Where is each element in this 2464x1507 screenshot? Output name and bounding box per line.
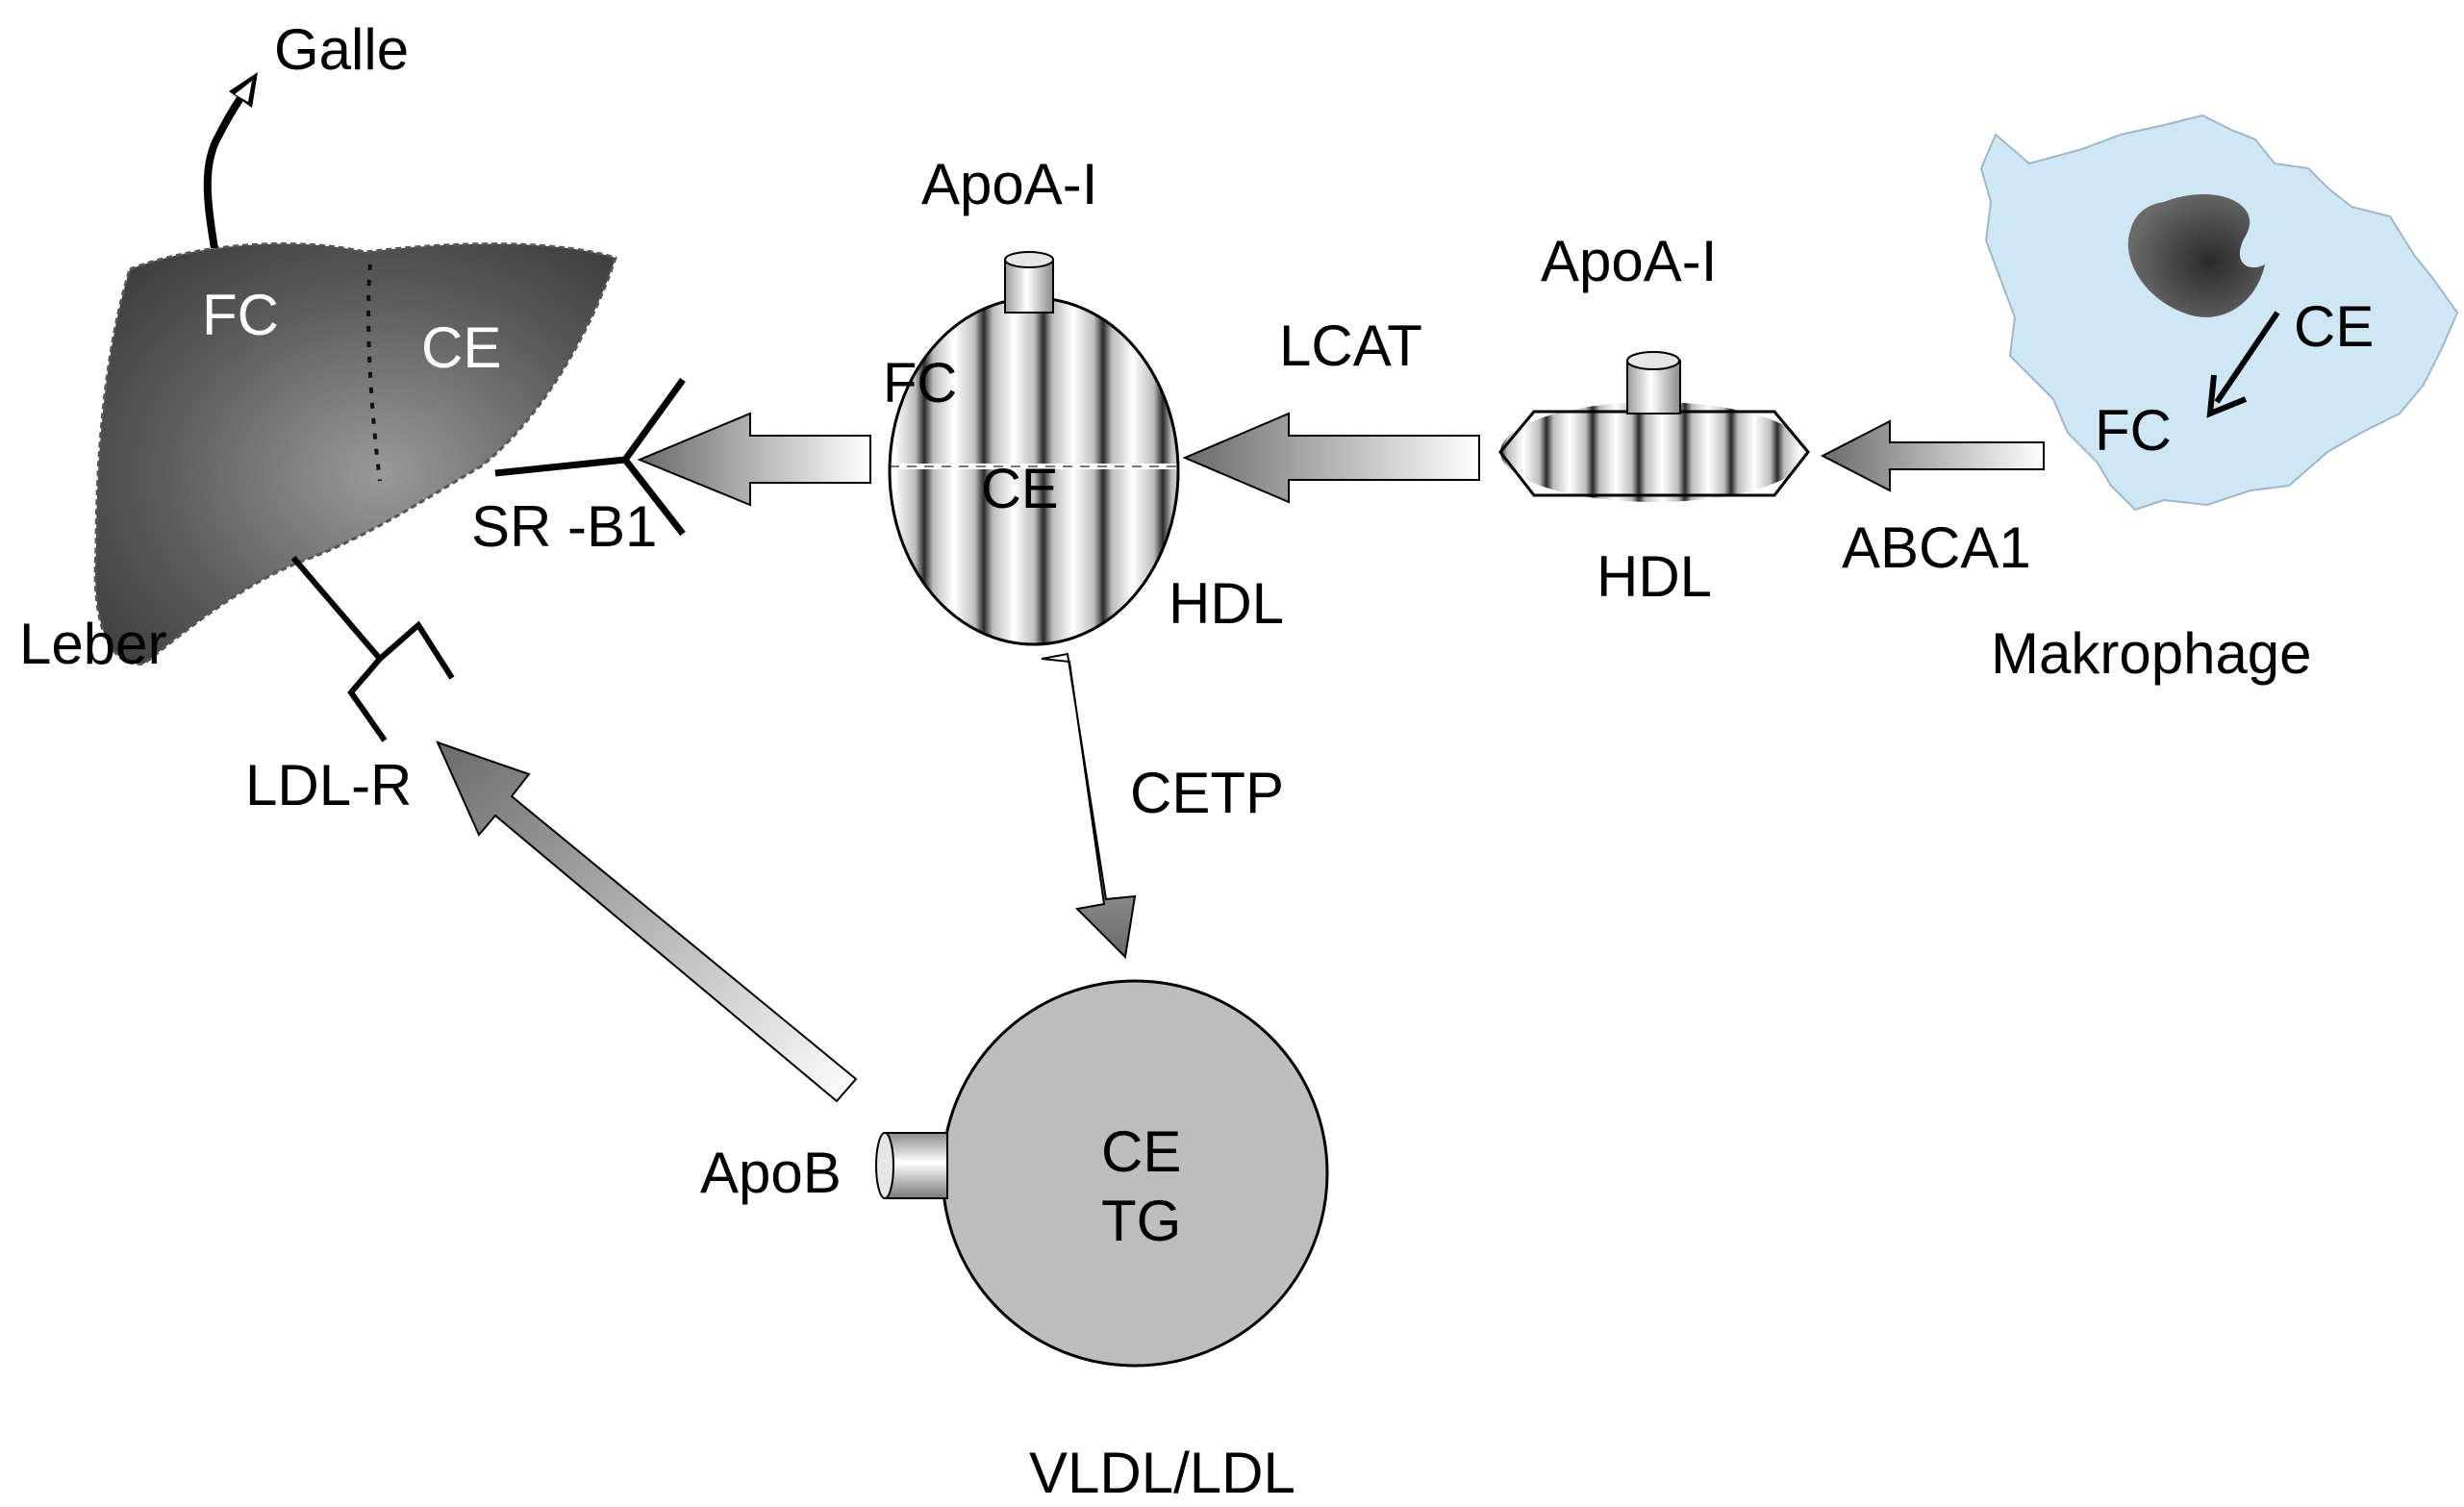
vldl-ldl-particle <box>875 979 1329 1368</box>
hdl-ce-label: CE <box>981 458 1059 520</box>
macrophage-nucleus <box>2127 194 2265 317</box>
vldl-ldl-label: VLDL/LDL <box>1029 1441 1295 1505</box>
cetp-label: CETP <box>1130 761 1284 825</box>
sr-b1-receptor-icon <box>494 377 686 537</box>
mature-hdl-particle <box>888 251 1180 646</box>
liver <box>93 242 617 666</box>
nascent-hdl-particle <box>1498 351 1810 502</box>
liver-ce-label: CE <box>421 315 501 380</box>
macrophage-ce-label: CE <box>2294 294 2374 359</box>
ldl-r-label: LDL-R <box>245 753 412 817</box>
apob-label: ApoB <box>700 1141 842 1205</box>
macrophage-fc-label: FC <box>2095 398 2172 463</box>
ce-to-fc-arrow <box>2206 311 2280 418</box>
apoa1-mature-label: ApoA-I <box>921 152 1097 216</box>
apoa1-nascent-label: ApoA-I <box>1541 229 1717 293</box>
bile-arrow <box>203 72 258 249</box>
liver-shape <box>93 242 617 666</box>
ldl-receptor-icon <box>290 556 455 742</box>
vldl-ce-label: CE <box>1101 1119 1181 1184</box>
arrow-lcat <box>1182 412 1480 504</box>
lcat-label: LCAT <box>1279 314 1422 378</box>
arrow-cetp <box>1041 652 1137 960</box>
liver-lobe-divider <box>366 264 382 482</box>
abca1-label: ABCA1 <box>1842 515 2031 580</box>
leber-label: Leber <box>19 612 166 676</box>
vldl-tg-label: TG <box>1101 1189 1181 1253</box>
hdl-mature-label: HDL <box>1169 571 1284 636</box>
liver-fc-label: FC <box>202 283 279 347</box>
hdl-fc-label: FC <box>883 352 957 414</box>
macrophage-cell-icon <box>1979 113 2459 512</box>
arrow-hdl-to-liver <box>637 412 871 507</box>
galle-label: Galle <box>274 17 409 82</box>
makrophage-label: Makrophage <box>1991 621 2312 686</box>
hdl-nascent-label: HDL <box>1597 544 1712 609</box>
apoa1-cylinder-mature <box>1004 259 1054 314</box>
arrow-ldl-to-liver <box>436 741 858 1103</box>
sr-b1-label: SR -B1 <box>471 494 657 559</box>
arrow-abca1 <box>1820 419 2045 492</box>
